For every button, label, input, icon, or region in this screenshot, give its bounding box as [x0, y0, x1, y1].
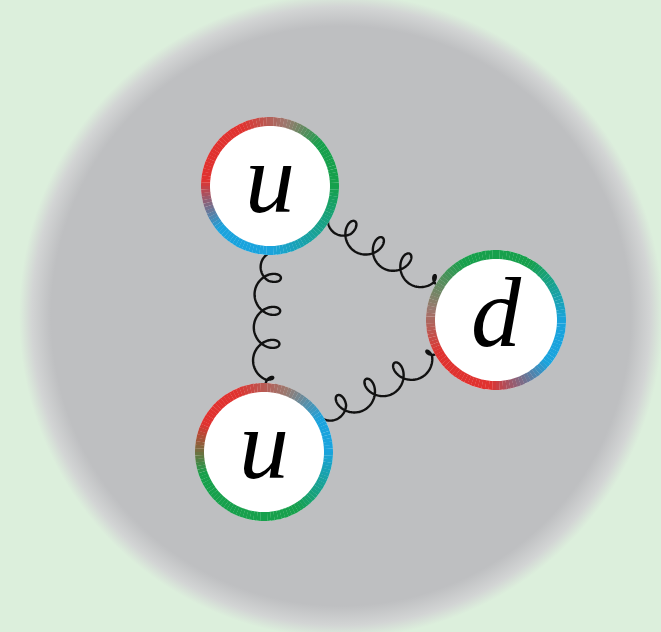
- ring-segment: [426, 320, 435, 324]
- ring-segment: [257, 383, 261, 392]
- ring-segment: [330, 182, 339, 186]
- ring-segment: [270, 246, 274, 255]
- ring-segment: [264, 512, 268, 521]
- proton-disc: [19, 0, 661, 632]
- ring-segment: [263, 117, 267, 126]
- ring-segment: [489, 250, 493, 259]
- ring-segment: [557, 313, 566, 317]
- ring-segment: [492, 250, 496, 259]
- ring-segment: [260, 383, 264, 392]
- gluon-line: [328, 220, 438, 287]
- ring-segment: [267, 512, 271, 521]
- ring-segment: [195, 455, 204, 459]
- ring-segment: [324, 448, 333, 452]
- ring-segment: [426, 323, 435, 327]
- ring-segment: [557, 316, 566, 320]
- quark-label: d: [471, 263, 521, 363]
- ring-segment: [273, 246, 277, 255]
- quark-circle: u: [195, 383, 333, 521]
- ring-segment: [499, 381, 503, 390]
- quark-circle: d: [426, 250, 566, 390]
- quark-label: u: [245, 129, 295, 229]
- quark-circle: u: [201, 117, 339, 255]
- ring-segment: [496, 381, 500, 390]
- ring-segment: [266, 117, 270, 126]
- ring-segment: [201, 186, 210, 190]
- ring-segment: [324, 445, 333, 449]
- quark-label: u: [239, 395, 289, 495]
- ring-segment: [330, 179, 339, 183]
- gluon-line: [253, 253, 281, 385]
- ring-segment: [195, 452, 204, 456]
- ring-segment: [201, 189, 210, 193]
- gluon-line: [322, 351, 437, 421]
